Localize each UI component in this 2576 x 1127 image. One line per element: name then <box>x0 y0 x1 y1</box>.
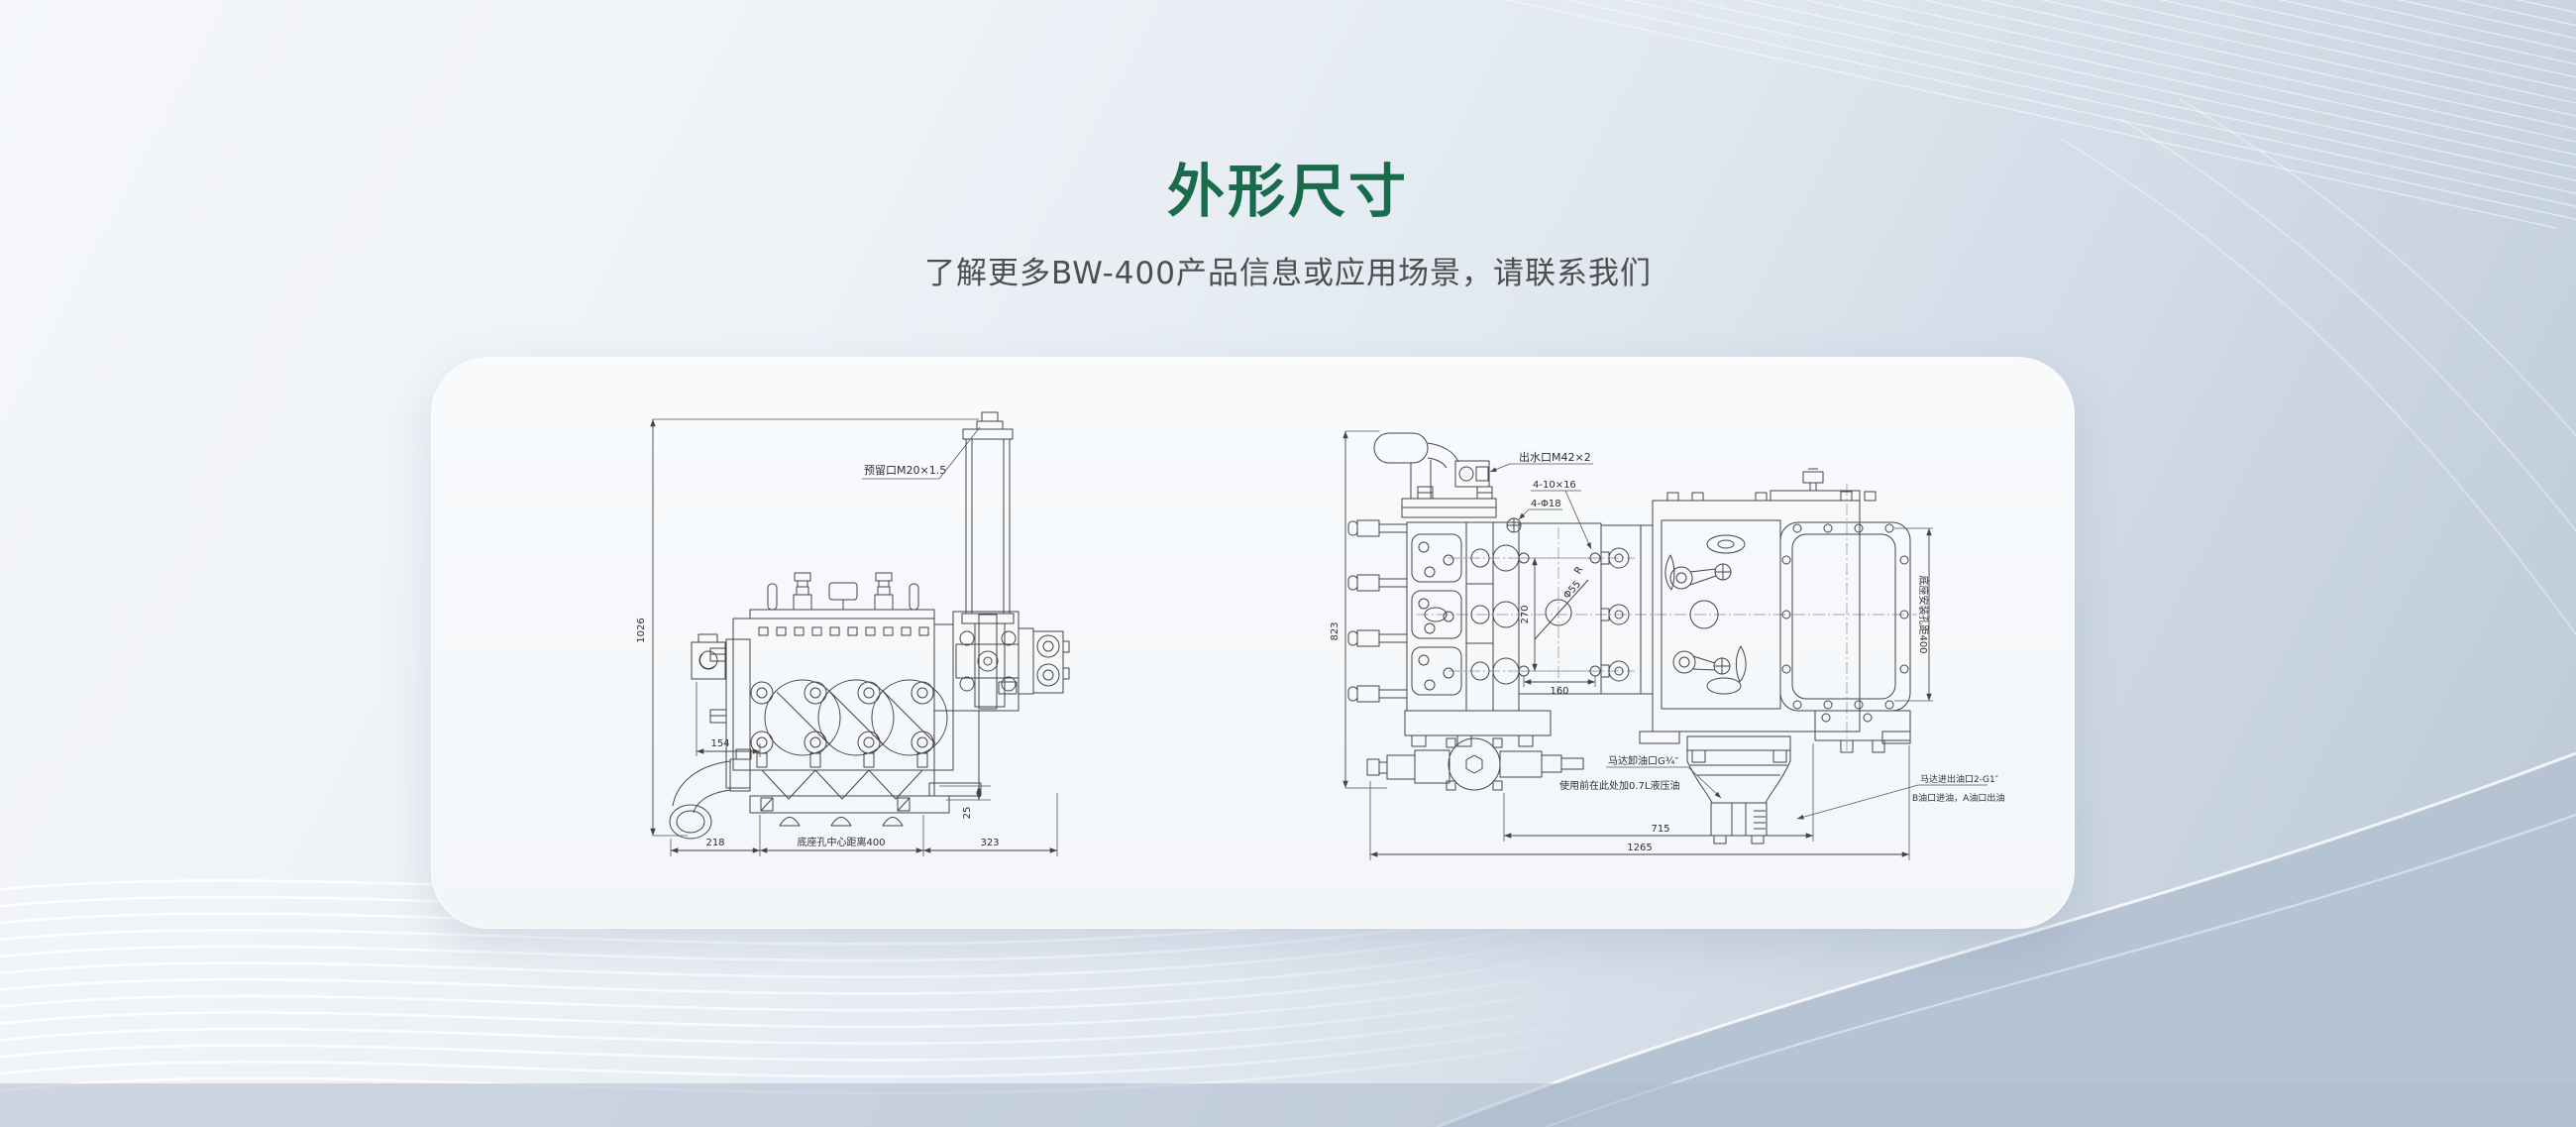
valve-plate <box>1518 522 1602 695</box>
suction-elbow <box>1373 432 1497 518</box>
relief-valve-assembly <box>1366 737 1584 791</box>
through-holes-text: 4-Φ18 <box>1531 499 1561 509</box>
oil-flow-note-text: B油口进油，A油口出油 <box>1912 792 2004 804</box>
cylinder-block <box>1406 517 1522 712</box>
dim-label-160: 160 <box>1550 686 1568 697</box>
top-dim-bottom: 715 1265 <box>1369 743 1910 860</box>
motor-drain-text: 马达卸油口G¾″ <box>1608 754 1678 767</box>
dim-label-715: 715 <box>1651 824 1669 835</box>
outlet-text: 出水口M42×2 <box>1519 450 1591 464</box>
pump-body <box>732 618 948 800</box>
hydraulic-motor <box>1686 735 1791 845</box>
dim-label-mount-400: 底座安装孔距400 <box>1917 575 1930 653</box>
left-valve-block <box>691 633 751 789</box>
streaks-top-right <box>1504 0 2576 229</box>
block-bottom-flange <box>1404 710 1552 747</box>
bottom-band <box>0 1083 2576 1127</box>
cylinder-studs <box>1347 519 1408 703</box>
dim-label-1026: 1026 <box>636 618 647 642</box>
top-view-drawing: 823 出水口M42×2 <box>1330 430 2004 860</box>
filter-assembly <box>961 411 1015 708</box>
page-subtitle: 了解更多BW-400产品信息或应用场景，请联系我们 <box>924 256 1652 291</box>
gearbox <box>1639 468 1911 753</box>
discharge-elbow <box>669 748 752 840</box>
dim-label-270: 270 <box>1520 605 1531 623</box>
top-label-motor-ports: 马达进出油口2-G1″ B油口进油，A油口出油 <box>1796 773 2004 820</box>
dim-label-25: 25 <box>962 807 973 820</box>
base-rail <box>749 795 950 827</box>
dim-label-323: 323 <box>980 838 999 848</box>
bolt-holes-text: 4-10×16 <box>1533 480 1576 491</box>
center-bore-text: Φ55 <box>1561 579 1583 602</box>
radius-mark-text: R <box>1572 565 1585 577</box>
front-dim-154: 154 <box>696 682 761 757</box>
page-title: 外形尺寸 <box>1166 158 1409 225</box>
plate-annotations: 4-10×16 4-Φ18 R Φ55 270 160 <box>1518 480 1596 697</box>
dim-label-218: 218 <box>705 838 724 848</box>
dim-label-823: 823 <box>1330 621 1341 640</box>
gear-pump <box>1018 627 1070 695</box>
top-dim-mount-400: 底座安装孔距400 <box>1894 527 1933 702</box>
dim-label-154: 154 <box>710 738 729 749</box>
motor-ports-text: 马达进出油口2-G1″ <box>1920 773 1999 785</box>
front-view-drawing: 1026 预留口M20×1.5 <box>636 411 1070 856</box>
top-label-motor-drain: 马达卸油口G¾″ <box>1606 754 1722 799</box>
top-valve-row <box>749 572 935 620</box>
tie-rod-section <box>1600 524 1654 695</box>
front-label-reserved-port: 预留口M20×1.5 <box>862 426 981 480</box>
front-dim-overall-height: 1026 <box>636 418 979 837</box>
front-dim-bottom: 218 底座孔中心距离400 323 <box>670 793 1058 856</box>
front-dim-25: 25 <box>939 785 991 820</box>
dim-label-base-hole-distance: 底座孔中心距离400 <box>797 836 885 848</box>
dim-label-1265: 1265 <box>1627 843 1652 853</box>
reserved-port-text: 预留口M20×1.5 <box>864 464 946 477</box>
top-dim-823: 823 <box>1330 430 1387 789</box>
top-label-outlet: 出水口M42×2 <box>1489 450 1593 473</box>
streaks-right <box>2060 98 2576 635</box>
oil-fill-note-text: 使用前在此处加0.7L液压油 <box>1559 779 1679 792</box>
